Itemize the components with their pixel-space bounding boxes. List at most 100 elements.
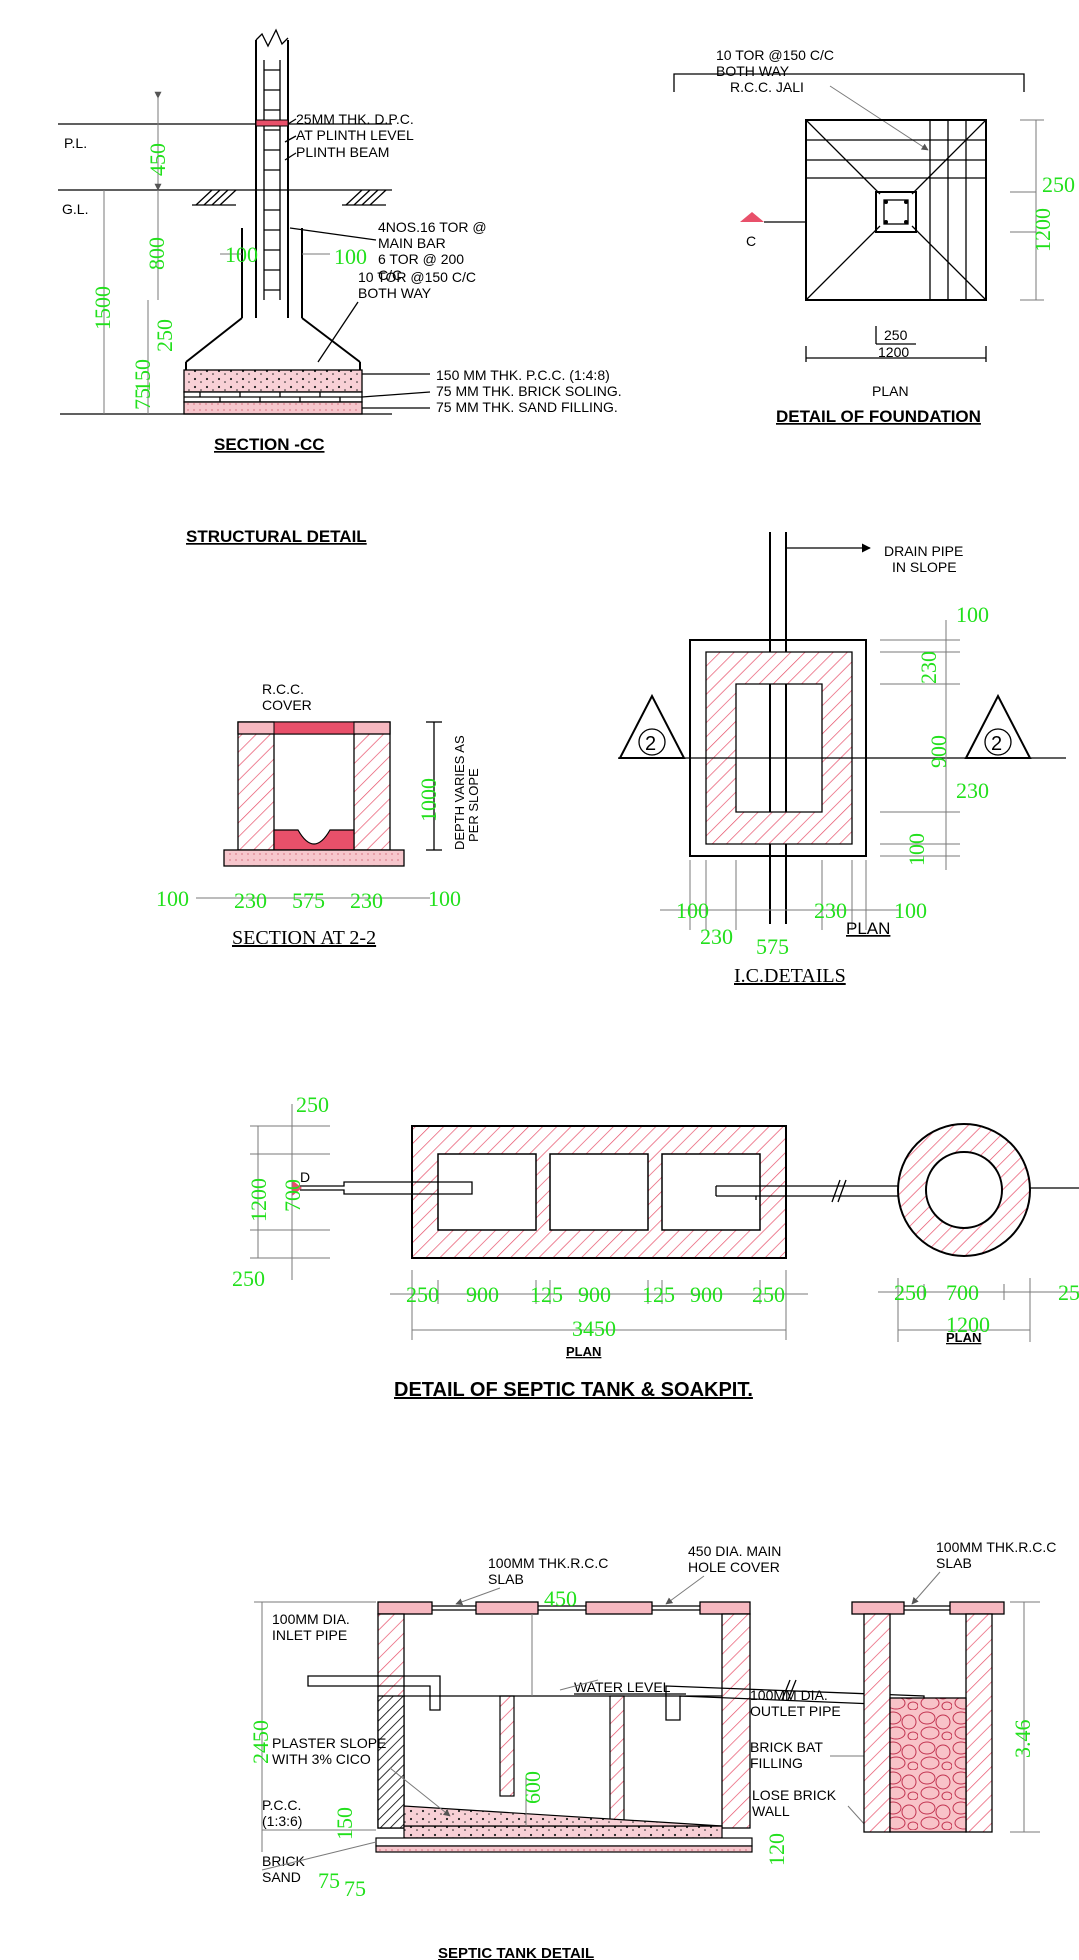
soak-wall-left [863,1613,891,1833]
foundation-note-2: BOTH WAY [716,63,790,79]
column-core [883,199,909,225]
baffle-2 [609,1695,625,1829]
ic-dim-900: 900 [926,735,951,768]
ic-dim-230-top: 230 [916,651,941,684]
ic-dim-100-l: 100 [676,898,709,923]
ic-details: DRAIN PIPE IN SLOPE 2 2 100 230 900 230 … [618,532,1066,987]
slab-piece-1 [377,1601,433,1615]
layer-note-3: 75 MM THK. SAND FILLING. [436,399,618,415]
pl-label: P.L. [64,135,87,151]
section-2-2-title: SECTION AT 2-2 [232,927,376,949]
ic-wall [705,651,853,845]
section-marker-d [292,1180,302,1196]
dim-75: 75 [130,388,155,410]
ic-dim-100-r: 100 [894,898,927,923]
rcc-cover-2: COVER [262,697,312,713]
chamber-1 [437,1153,537,1231]
outlet-pipe [665,1685,925,1721]
septic-plan-title: DETAIL OF SEPTIC TANK & SOAKPIT. [394,1379,753,1401]
mark-2-right: 2 [991,733,1002,755]
drain-note-2: IN SLOPE [892,559,957,575]
sp-dim-1200: 1200 [246,1178,271,1222]
ic-dim-230-l: 230 [700,924,733,949]
footing-outline [805,119,987,301]
s22-dim-100-r: 100 [428,886,461,911]
marker-c-label: C [746,233,756,249]
tank-wall-right [721,1613,751,1829]
structural-detail-title: STRUCTURAL DETAIL [186,527,367,546]
inlet-note-2: INLET PIPE [272,1627,347,1643]
dim-250: 250 [152,319,177,352]
s22-dim-230-l: 230 [234,888,267,913]
manhole-note-2: HOLE COVER [688,1559,780,1575]
tank-slope-plaster [403,1805,723,1827]
bar-note-1: 4NOS.16 TOR @ [378,219,487,235]
septic-plan: D 250 1200 700 250 250 900 125 900 125 9… [232,1092,1079,1401]
bar-note-4: C/C [378,267,402,283]
tank-wall-black [377,1695,405,1829]
ss-dim-150: 150 [332,1807,357,1840]
tank-pcc-floor [403,1825,723,1839]
soak-dim-1200: 1200 [946,1312,990,1337]
foundation-plan-label: PLAN [872,383,909,399]
brick-note: BRICK [262,1853,305,1869]
depth-note-1: DEPTH VARIES AS [452,735,467,850]
plaster-note-2: WITH 3% CICO [272,1751,371,1767]
dim-1000: 1000 [416,778,441,822]
soak-wall-right [965,1613,993,1833]
tor-note-2: BOTH WAY [358,285,432,301]
soakpit-core [925,1151,1003,1229]
ss-dim-2450: 2450 [248,1720,273,1764]
base-slab [223,849,405,867]
lose-note-1: LOSE BRICK [752,1787,837,1803]
sp-dim-125-1: 125 [530,1282,563,1307]
section-marker-c [740,212,764,222]
foundation-plan: 10 TOR @150 C/C BOTH WAY R.C.C. JALI C 1… [673,47,1075,426]
dim-100-left: 100 [225,242,258,267]
ic-dim-100-bot: 100 [904,833,929,866]
sp-dim-250-top: 250 [296,1092,329,1117]
dim-800: 800 [144,237,169,270]
soak-dim-250-r: 250 [1058,1280,1079,1305]
slab2-note-2: SLAB [936,1555,972,1571]
ss-dim-120: 120 [764,1833,789,1866]
chamber-2 [549,1153,649,1231]
marker-d-label: D [300,1169,310,1185]
ss-dim-450: 450 [544,1586,577,1611]
sp-dim-250-bot: 250 [232,1266,265,1291]
sp-dim-250-l: 250 [406,1282,439,1307]
outlet-note-2: OUTLET PIPE [750,1703,841,1719]
s22-dim-100-l: 100 [156,886,189,911]
brickbat-note-1: BRICK BAT [750,1739,823,1755]
foundation-note-3: R.C.C. JALI [730,79,804,95]
sp-dim-900-2: 900 [578,1282,611,1307]
ss-dim-75b: 75 [344,1876,366,1901]
ss-dim-75a: 75 [318,1868,340,1893]
soak-plan-label: PLAN [946,1330,981,1345]
ic-title: I.C.DETAILS [734,965,846,987]
foundation-title: DETAIL OF FOUNDATION [776,407,981,426]
foundation-dim-1200-v: 1200 [1030,208,1055,252]
sp-dim-900-1: 900 [466,1282,499,1307]
sand-filling [183,401,363,415]
slab-note-1: 100MM THK.R.C.C [488,1555,608,1571]
septic-section-title: SEPTIC TANK DETAIL [438,1945,594,1960]
layer-note-1: 150 MM THK. P.C.C. (1:4:8) [436,367,610,383]
sp-dim-900-3: 900 [690,1282,723,1307]
slab-note-2: SLAB [488,1571,524,1587]
dim-100-right: 100 [334,244,367,269]
section-cc: P.L. G.L. 25MM THK. D.P.C. AT PLINTH LEV… [58,28,622,454]
lose-note-2: WALL [752,1803,790,1819]
tor-note-1: 10 TOR @150 C/C [358,269,476,285]
tank-sand-layer [375,1845,753,1853]
dpc-note-1: 25MM THK. D.P.C. [296,111,414,127]
dpc-strip [255,119,289,127]
pcc-note-1: P.C.C. [262,1797,301,1813]
s22-dim-230-r: 230 [350,888,383,913]
ic-dim-100-top: 100 [956,602,989,627]
slab2-note-1: 100MM THK.R.C.C [936,1539,1056,1555]
ic-outer [689,639,867,857]
wall-left [237,721,275,851]
dpc-note-2: AT PLINTH LEVEL [296,127,414,143]
chamber-3 [661,1153,761,1231]
